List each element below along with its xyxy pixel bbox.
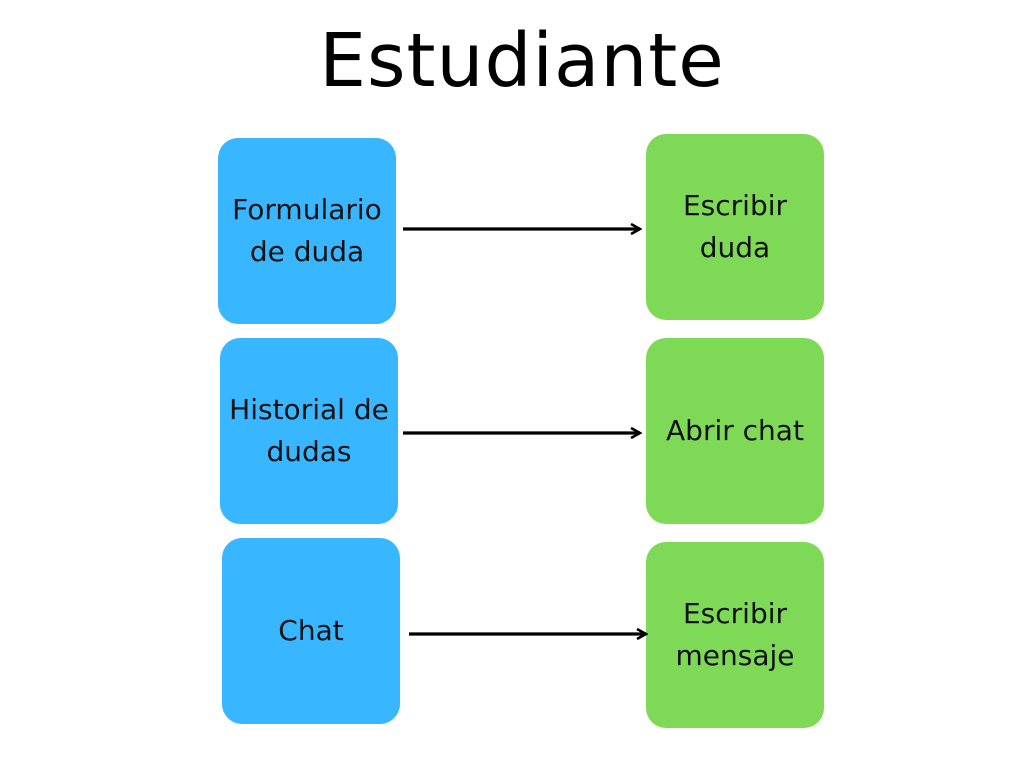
right-node-escribir-duda: Escribir duda (646, 134, 824, 320)
left-node-label: Historial de dudas (229, 393, 389, 468)
right-node-escribir-mensaje: Escribir mensaje (646, 542, 824, 728)
left-node-label: Formulario de duda (232, 193, 382, 268)
right-node-label: Escribir duda (682, 189, 788, 264)
diagram-title: Estudiante (319, 18, 725, 104)
left-node-label: Chat (278, 614, 344, 647)
right-node-abrir-chat: Abrir chat (646, 338, 824, 524)
left-node-formulario: Formulario de duda (218, 138, 396, 324)
right-node-label: Abrir chat (666, 414, 804, 447)
right-node-label: Escribir mensaje (675, 597, 795, 672)
left-node-historial: Historial de dudas (220, 338, 398, 524)
left-node-chat: Chat (222, 538, 400, 724)
